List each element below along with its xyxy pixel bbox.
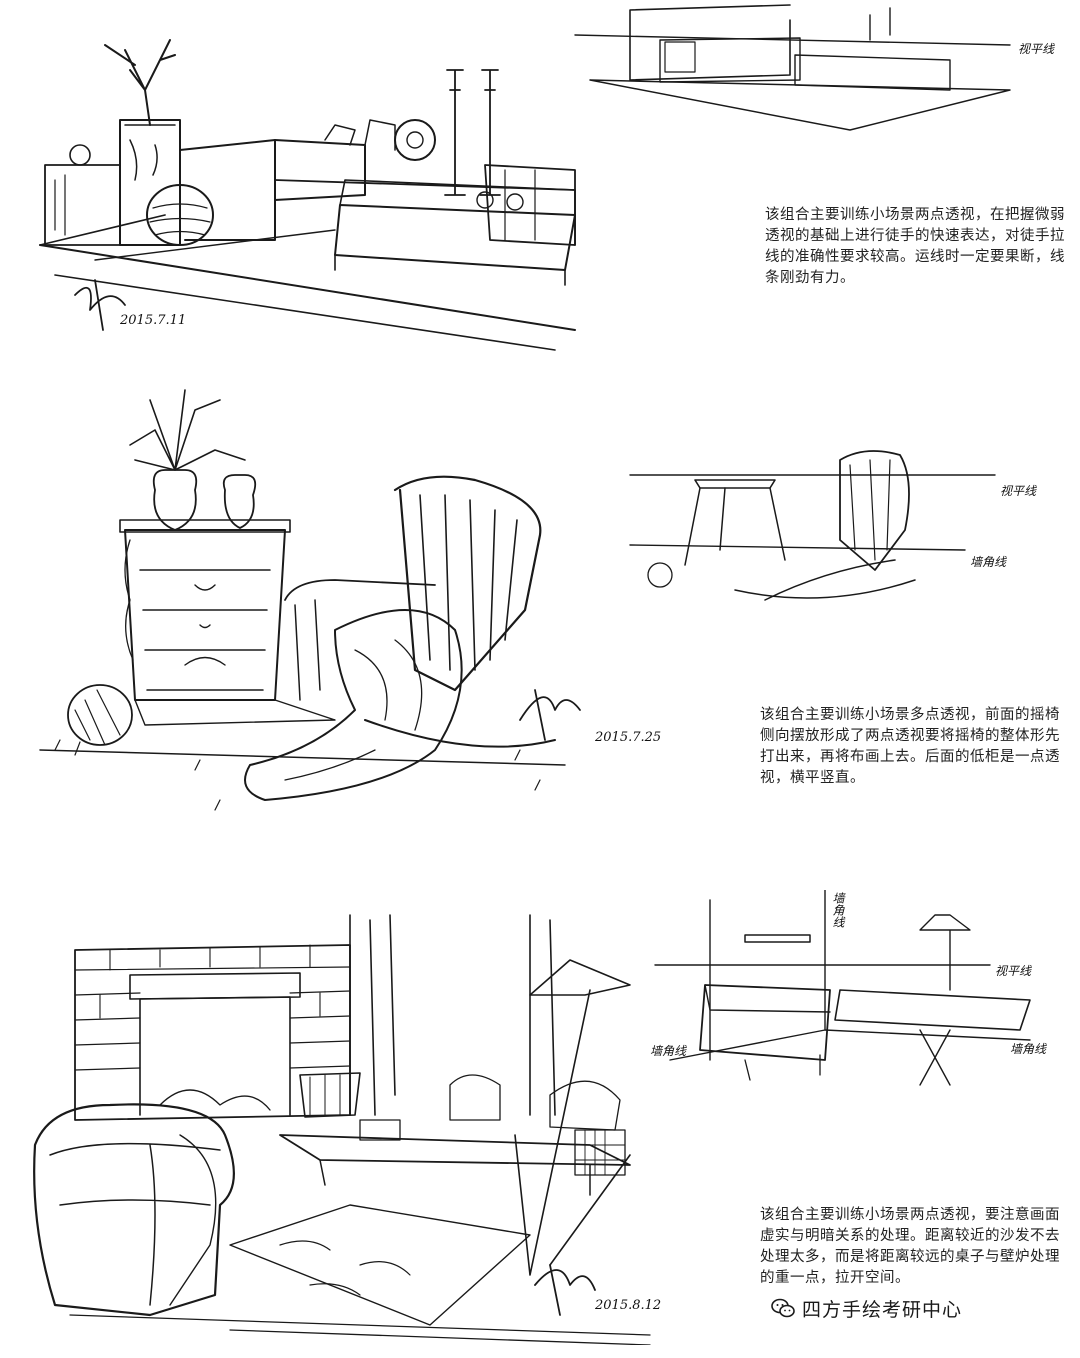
room-corner-perspective-drawing xyxy=(654,890,1031,1086)
scene1-perspective-diagram: 视平线 xyxy=(570,0,1070,140)
wall-corner-label-3-right: 墙角线 xyxy=(1010,1042,1047,1056)
rocking-chair-perspective-drawing xyxy=(629,450,996,601)
scene1-sketch: 2015.7.11 xyxy=(35,30,585,360)
horizon-label-2: 视平线 xyxy=(1000,484,1037,498)
scene1-signature-date: 2015.7.11 xyxy=(120,313,187,328)
wall-corner-label-2: 墙角线 xyxy=(970,555,1007,569)
perspective-boxes-drawing xyxy=(574,4,1011,131)
watermark-text: 四方手绘考研中心 xyxy=(802,1298,963,1321)
scene1-caption: 该组合主要训练小场景两点透视，在把握微弱透视的基础上进行徒手的快速表达，对徒手拉… xyxy=(765,207,1065,286)
watermark: 四方手绘考研中心 xyxy=(770,1294,962,1322)
scene2-signature-date: 2015.7.25 xyxy=(595,730,662,745)
horizon-label-3: 视平线 xyxy=(995,964,1032,978)
scene2-caption: 该组合主要训练小场景多点透视，前面的摇椅侧向摆放形成了两点透视要将摇椅的整体形先… xyxy=(760,707,1060,786)
horizon-label-1: 视平线 xyxy=(1018,42,1055,56)
scene2-perspective-diagram: 视平线 墙角线 xyxy=(625,440,1070,630)
scene2-sketch: 2015.7.25 xyxy=(35,370,661,840)
wall-corner-label-3-top: 墙角线 xyxy=(831,892,845,928)
wechat-icon xyxy=(771,1298,795,1318)
scene3-sketch: 2015.8.12 xyxy=(30,905,661,1345)
scene3-signature-date: 2015.8.12 xyxy=(595,1298,662,1313)
sofa-set-drawing xyxy=(39,39,576,351)
wall-corner-label-3-left: 墙角线 xyxy=(650,1044,687,1058)
scene3-caption: 该组合主要训练小场景两点透视，要注意画面虚实与明暗关系的处理。距离较近的沙发不去… xyxy=(760,1207,1060,1286)
scene3-perspective-diagram: 墙角线 视平线 墙角线 墙角线 xyxy=(650,890,1070,1105)
fireplace-living-room-drawing xyxy=(33,914,651,1345)
rocking-chair-cabinet-drawing xyxy=(39,389,581,811)
